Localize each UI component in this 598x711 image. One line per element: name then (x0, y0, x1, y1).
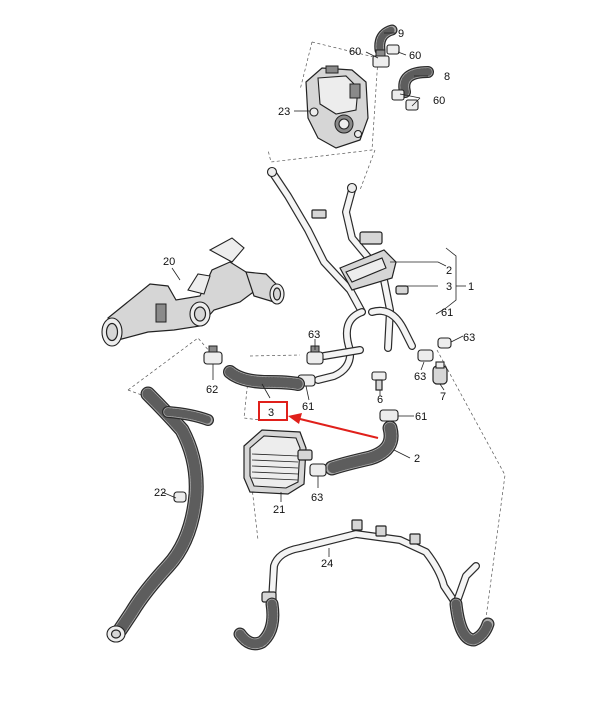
callout-63: 63 (308, 329, 320, 341)
screw-6 (371, 371, 387, 391)
callout-60: 60 (349, 46, 361, 58)
callout-63: 63 (463, 332, 475, 344)
leader-lines (161, 32, 466, 557)
callout-1: 1 (468, 281, 474, 293)
highlight-marker (258, 401, 379, 439)
dashed-outlines (127, 41, 506, 619)
callout-61: 61 (302, 401, 314, 413)
callout-20: 20 (163, 256, 175, 268)
callout-8: 8 (444, 71, 450, 83)
callout-6: 6 (377, 394, 383, 406)
oil-cooler-21 (243, 429, 327, 495)
rigid-pipe-assembly-1 (266, 166, 416, 384)
callout-22: 22 (154, 487, 166, 499)
highlight-arrow-head (288, 413, 302, 424)
callout-9: 9 (398, 28, 404, 40)
callout-23: 23 (278, 106, 290, 118)
clamp-63-right (417, 337, 452, 362)
hose-9 (374, 24, 398, 56)
callout-labels: 9 60 60 8 60 23 20 2 3 1 61 63 63 62 61 … (154, 28, 475, 570)
highlight-arrow-shaft (299, 418, 379, 439)
callout-3: 3 (446, 281, 452, 293)
hose-8 (398, 66, 434, 98)
thermostat-housing-23 (305, 65, 369, 149)
hose-22 (106, 386, 214, 643)
plug-7 (432, 361, 448, 385)
callout-21: 21 (273, 504, 285, 516)
clamp-61-lower (379, 409, 399, 422)
callout-63: 63 (311, 492, 323, 504)
coolant-flange-20 (101, 237, 285, 347)
callout-61: 61 (415, 411, 427, 423)
callout-63: 63 (414, 371, 426, 383)
callout-3-highlighted: 3 (268, 407, 274, 419)
clamp-62 (203, 345, 223, 365)
clamp-60-top (372, 44, 400, 68)
pipe-24 (233, 519, 495, 651)
callout-60: 60 (409, 50, 421, 62)
callout-60: 60 (433, 95, 445, 107)
callout-61: 61 (441, 307, 453, 319)
hose-3 (223, 365, 305, 391)
callout-2: 2 (414, 453, 420, 465)
callout-2: 2 (446, 265, 452, 277)
highlight-box (258, 401, 288, 421)
callout-24: 24 (321, 558, 333, 570)
callout-7: 7 (440, 391, 446, 403)
callout-62: 62 (206, 384, 218, 396)
hose-2 (324, 420, 399, 476)
